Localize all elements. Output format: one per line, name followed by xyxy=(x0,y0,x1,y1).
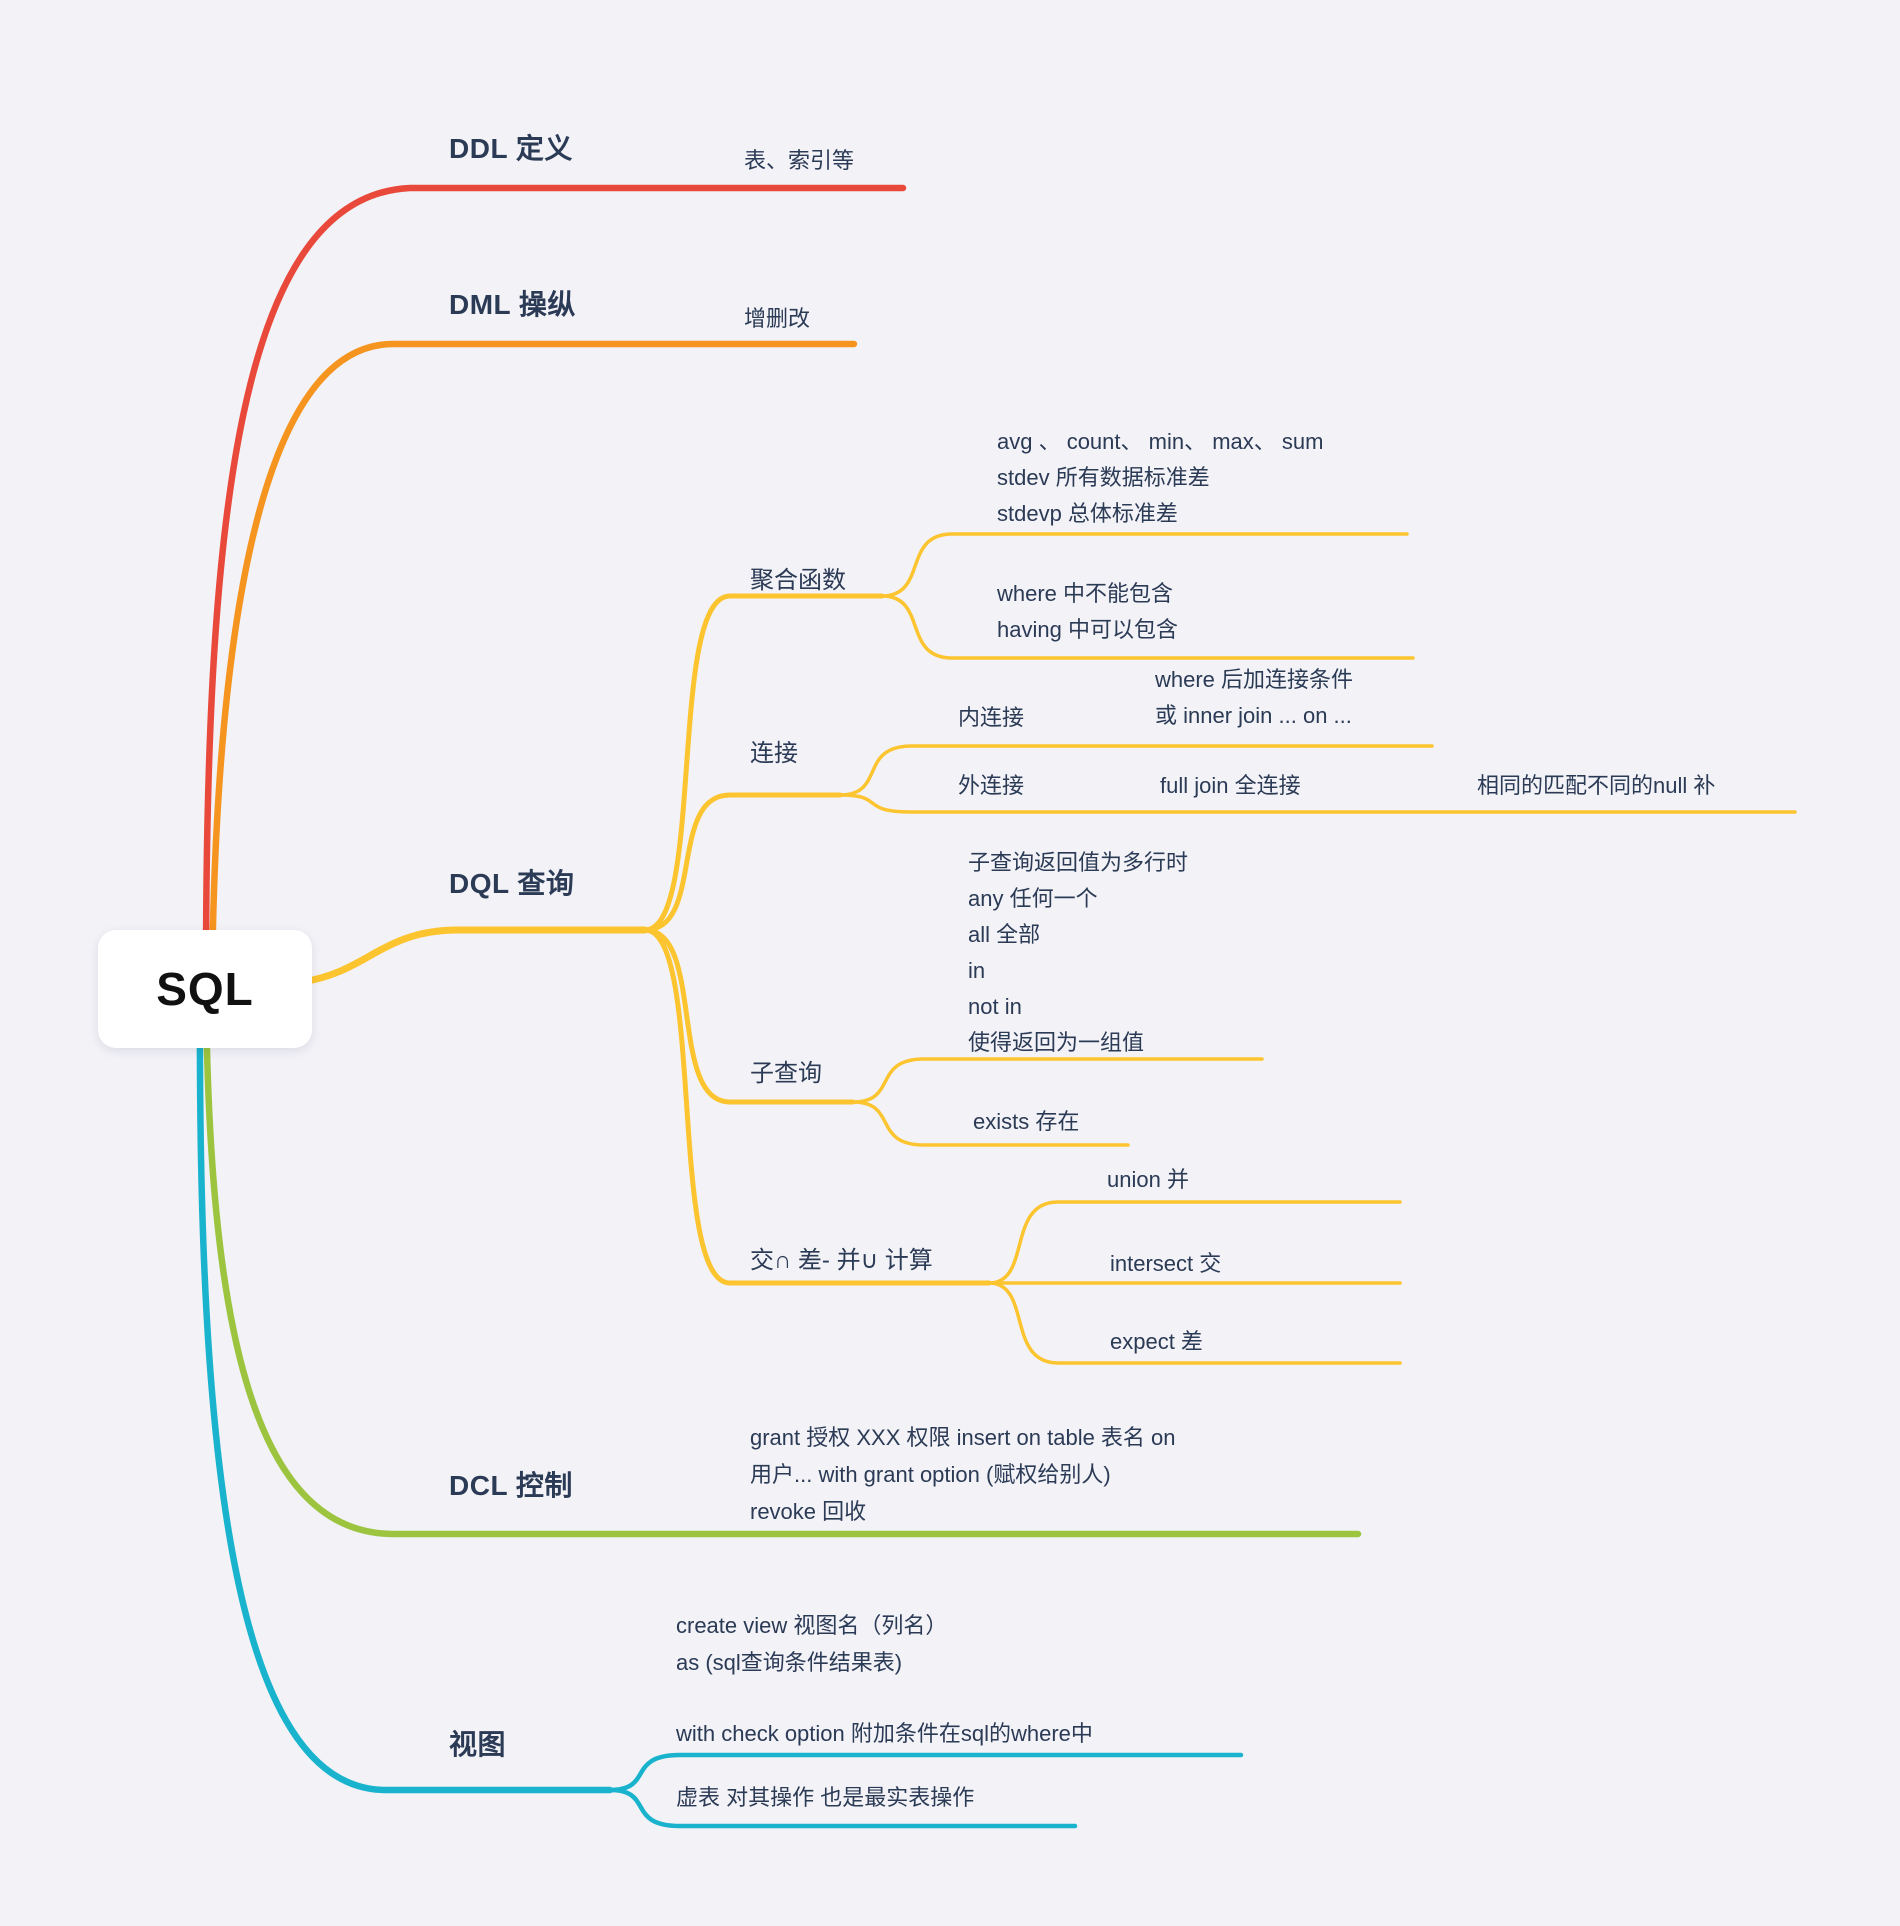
sub-multi-line-1: 子查询返回值为多行时 xyxy=(968,850,1189,875)
node-dql-label[interactable]: DQL 查询 xyxy=(449,868,575,899)
view-create-line-2: as (sql查询条件结果表) xyxy=(676,1650,903,1675)
node-view-virtual[interactable]: 虚表 对其操作 也是最实表操作 xyxy=(676,1785,975,1810)
node-view-create[interactable]: create view 视图名（列名） as (sql查询条件结果表) xyxy=(676,1607,947,1681)
dcl-detail-line-3: revoke 回收 xyxy=(750,1499,867,1524)
dcl-detail-line-1: grant 授权 XXX 权限 insert on table 表名 on xyxy=(750,1425,1176,1450)
node-dcl-detail[interactable]: grant 授权 XXX 权限 insert on table 表名 on 用户… xyxy=(750,1419,1176,1530)
node-view-check[interactable]: with check option 附加条件在sql的where中 xyxy=(676,1721,1093,1746)
sub-multi-line-3: all 全部 xyxy=(968,922,1041,947)
view-check-line xyxy=(607,1752,1244,1793)
node-join-label[interactable]: 连接 xyxy=(750,740,798,767)
agg-funcs-line xyxy=(880,532,1409,598)
node-join-outer-nullfill[interactable]: 相同的匹配不同的null 补 xyxy=(1477,773,1716,798)
node-agg-funcs[interactable]: avg 、 count、 min、 max、 sum stdev 所有数据标准差… xyxy=(997,424,1323,532)
branch-dql-join-line xyxy=(642,792,843,933)
node-join-inner-label[interactable]: 内连接 xyxy=(958,705,1025,730)
node-ddl-child[interactable]: 表、索引等 xyxy=(744,148,855,173)
node-join-outer-label[interactable]: 外连接 xyxy=(958,773,1025,798)
node-view-label[interactable]: 视图 xyxy=(449,1729,507,1760)
agg-having-line xyxy=(880,594,1415,660)
agg-funcs-line-1: avg 、 count、 min、 max、 sum xyxy=(997,429,1324,454)
node-set-union[interactable]: union 并 xyxy=(1107,1167,1189,1192)
node-join-inner-detail[interactable]: where 后加连接条件 或 inner join ... on ... xyxy=(1155,662,1353,734)
join-inner-detail-line-1: where 后加连接条件 xyxy=(1155,667,1354,692)
node-sub-exists[interactable]: exists 存在 xyxy=(973,1109,1080,1134)
node-agg-label[interactable]: 聚合函数 xyxy=(750,567,846,594)
agg-funcs-line-3: stdevp 总体标准差 xyxy=(997,501,1178,526)
sub-exists-line xyxy=(851,1100,1130,1147)
node-join-outer-full[interactable]: full join 全连接 xyxy=(1160,773,1301,798)
join-inner-line xyxy=(838,744,1434,797)
branch-view-line xyxy=(196,996,614,1794)
node-set-expect[interactable]: expect 差 xyxy=(1110,1329,1203,1354)
view-virtual-line xyxy=(607,1787,1078,1829)
sub-multi-line-5: not in xyxy=(968,994,1022,1019)
branch-dql-set-line xyxy=(642,927,992,1286)
branch-dql-line xyxy=(298,926,649,986)
join-inner-detail-line-2: 或 inner join ... on ... xyxy=(1155,703,1352,728)
node-dcl-label[interactable]: DCL 控制 xyxy=(449,1470,573,1501)
node-agg-having[interactable]: where 中不能包含 having 中可以包含 xyxy=(997,576,1178,648)
dcl-detail-line-2: 用户... with grant option (赋权给别人) xyxy=(750,1462,1111,1487)
root-node-sql[interactable]: SQL xyxy=(98,930,312,1048)
sub-multi-line xyxy=(851,1057,1264,1104)
node-dml-child[interactable]: 增删改 xyxy=(744,306,811,331)
node-set-label[interactable]: 交∩ 差- 并∪ 计算 xyxy=(750,1247,933,1274)
node-set-intersect[interactable]: intersect 交 xyxy=(1110,1251,1222,1276)
agg-having-line-2: having 中可以包含 xyxy=(997,617,1178,642)
branch-dcl-line xyxy=(202,996,1362,1538)
node-dml-label[interactable]: DML 操纵 xyxy=(449,289,576,320)
agg-having-line-1: where 中不能包含 xyxy=(997,581,1174,606)
branch-dql-agg-line xyxy=(642,593,885,933)
node-sub-label[interactable]: 子查询 xyxy=(750,1060,822,1087)
branch-dml-line xyxy=(208,340,858,984)
agg-funcs-line-2: stdev 所有数据标准差 xyxy=(997,465,1210,490)
view-create-line-1: create view 视图名（列名） xyxy=(676,1613,948,1638)
set-expect-line xyxy=(987,1281,1402,1365)
branch-dql-sub-line xyxy=(642,927,856,1105)
join-outer-line xyxy=(838,793,1797,814)
sub-multi-line-4: in xyxy=(968,958,986,983)
sub-multi-line-2: any 任何一个 xyxy=(968,886,1098,911)
sub-multi-line-6: 使得返回为一组值 xyxy=(968,1030,1145,1055)
branch-ddl-line xyxy=(202,184,907,979)
node-sub-multi[interactable]: 子查询返回值为多行时 any 任何一个 all 全部 in not in 使得返… xyxy=(968,845,1188,1061)
set-union-line xyxy=(987,1200,1402,1285)
node-ddl-label[interactable]: DDL 定义 xyxy=(449,133,573,164)
